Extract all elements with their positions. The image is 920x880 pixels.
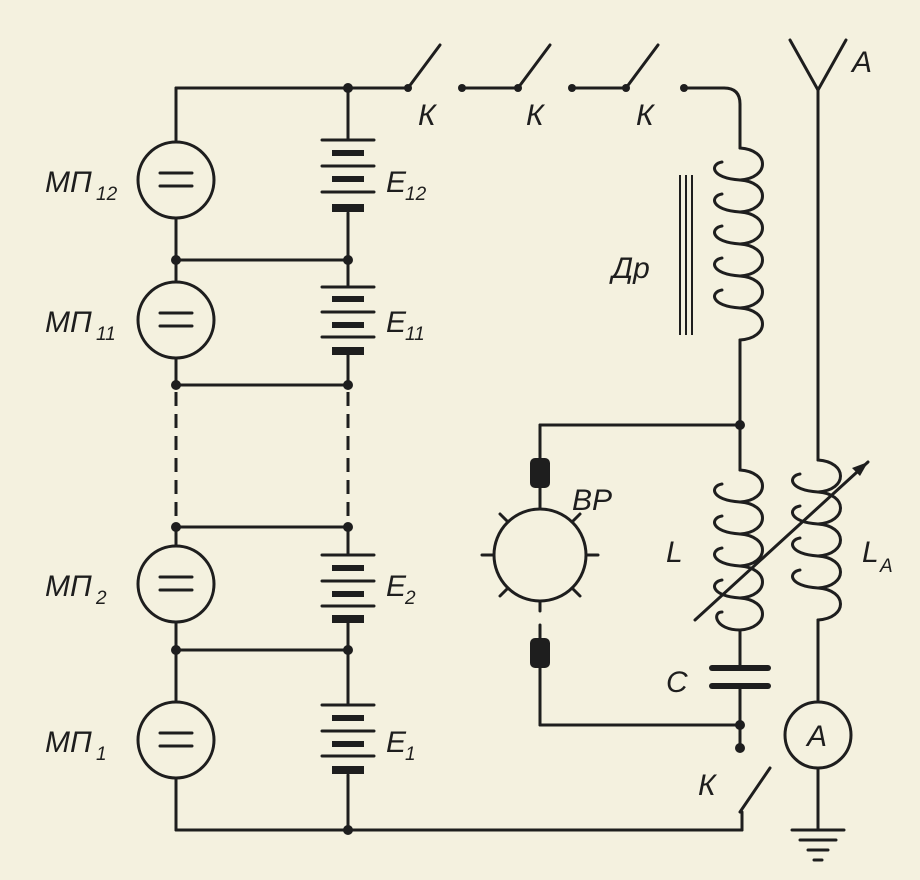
label-gen-11-sub: 11	[96, 324, 116, 345]
generator-11	[136, 280, 216, 360]
battery-11	[320, 285, 376, 355]
antenna	[788, 38, 848, 462]
label-bat-12: E	[386, 166, 407, 199]
choke-coil	[679, 146, 764, 472]
generator-12	[136, 140, 216, 220]
label-gen-1: МП	[45, 726, 92, 759]
junction-dots	[171, 83, 745, 835]
key-labels: К К К К	[418, 99, 718, 802]
label-key-3: К	[636, 99, 656, 132]
generator-1	[136, 700, 216, 780]
label-key-bottom: К	[698, 769, 718, 802]
key-switches-top	[404, 43, 742, 150]
label-bat-11-sub: 11	[405, 324, 425, 345]
label-gen-2-sub: 2	[95, 588, 107, 609]
battery-12	[320, 138, 376, 212]
label-gen-12: МП	[45, 166, 92, 199]
label-gen-2: МП	[45, 570, 92, 603]
label-key-1: К	[418, 99, 438, 132]
coil-l	[713, 468, 764, 670]
label-capacitor: C	[666, 666, 688, 699]
coil-la	[791, 458, 842, 702]
omitted-units-dashes	[174, 392, 350, 520]
label-antenna-inductor: L	[862, 536, 879, 569]
label-bat-1: E	[386, 726, 407, 759]
generator-labels: МП 12 МП 11 МП 2 МП 1	[45, 166, 118, 765]
label-inductor-l: L	[666, 536, 683, 569]
battery-labels: E 12 E 11 E 2 E 1	[386, 166, 427, 765]
left-bus-wires	[174, 86, 744, 832]
label-choke: Др	[609, 252, 650, 285]
label-bat-11: E	[386, 306, 407, 339]
label-gen-11: МП	[45, 306, 92, 339]
label-antenna: А	[850, 46, 872, 79]
label-key-2: К	[526, 99, 546, 132]
label-spark-gap: ВР	[572, 484, 612, 517]
label-gen-12-sub: 12	[96, 184, 118, 205]
variometer-arrow	[693, 460, 870, 622]
battery-1	[320, 703, 376, 774]
label-bat-2: E	[386, 570, 407, 603]
ground-symbol	[790, 828, 846, 862]
spark-gap-branch	[480, 423, 742, 727]
key-switch-bottom	[738, 766, 772, 814]
generator-2	[136, 544, 216, 624]
battery-2	[320, 553, 376, 623]
label-bat-12-sub: 12	[405, 184, 427, 205]
label-antenna-inductor-sub: А	[879, 556, 893, 577]
label-bat-2-sub: 2	[404, 588, 416, 609]
capacitor-c	[709, 665, 771, 750]
label-ammeter: А	[805, 720, 827, 753]
label-bat-1-sub: 1	[405, 744, 416, 765]
label-gen-1-sub: 1	[96, 744, 107, 765]
ammeter	[783, 700, 853, 832]
